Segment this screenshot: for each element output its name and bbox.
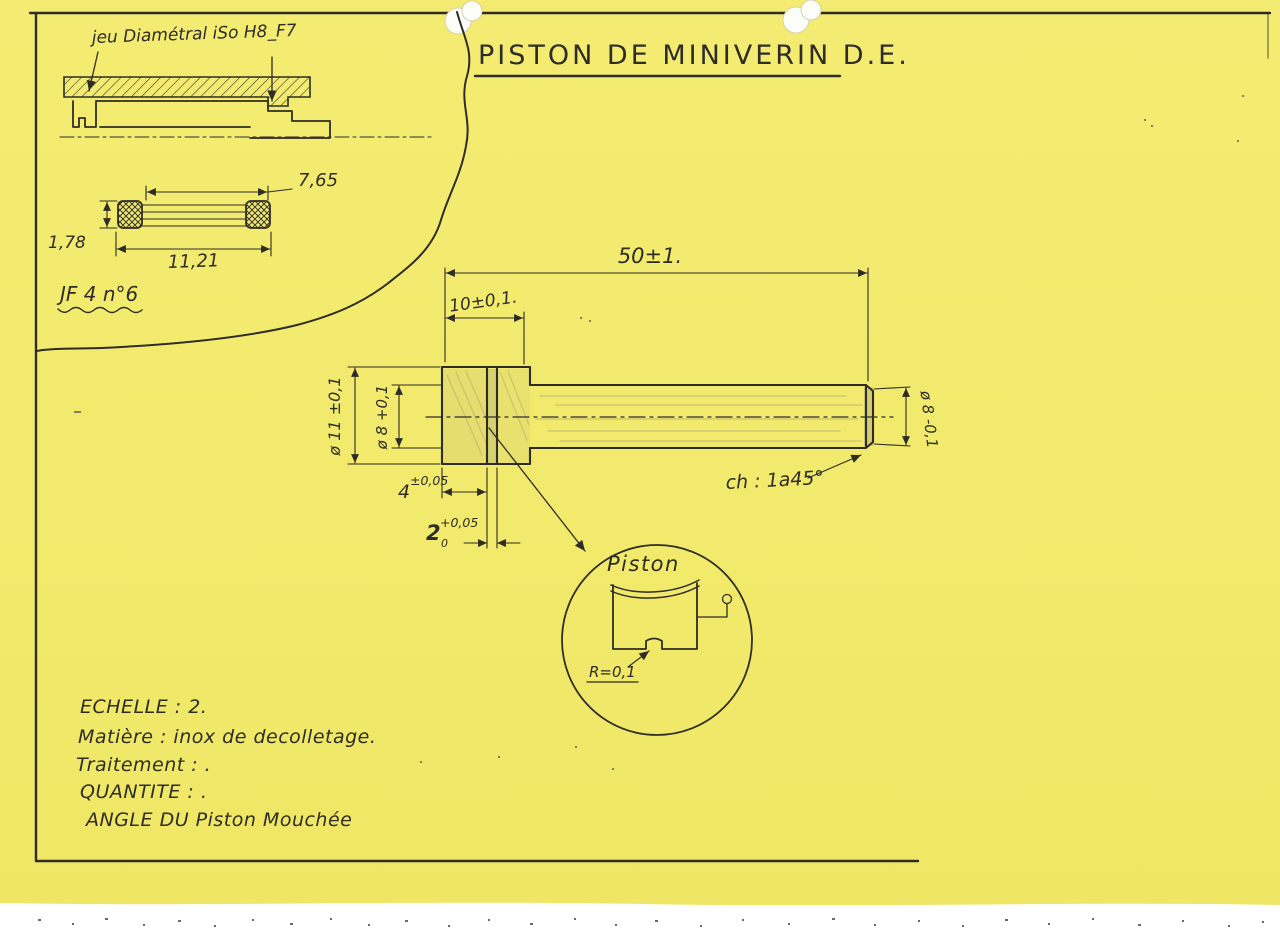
note-traitement: Traitement : .	[76, 754, 211, 776]
seal-ref-text: JF 4 n°6	[56, 282, 138, 306]
piston-groove-profile	[72, 100, 331, 139]
detail-piston-profile	[610, 579, 733, 650]
dim-extension-lines	[391, 384, 443, 449]
bottom-scan-edge	[0, 902, 1280, 930]
corner-groove-section: jeu Diamétral iSo H8_F7	[59, 21, 433, 139]
dim-extension-lines	[115, 231, 272, 257]
dim-4-tol: ±0,05	[410, 473, 448, 488]
dim-dia-8-groove: ø 8 +0,1	[373, 385, 391, 451]
dim-2: 2	[426, 521, 441, 545]
chamfer-note: ch : 1a45°	[725, 467, 824, 494]
tear-line-path	[36, 11, 471, 352]
head-shading-strokes	[446, 370, 530, 456]
tail-loop	[721, 593, 733, 605]
scan-speckle-row	[38, 918, 1264, 927]
shading	[497, 369, 530, 463]
note-angle: ANGLE DU Piston Mouchée	[84, 809, 352, 831]
hatched-bore-section	[63, 76, 311, 107]
rod-shading-strokes	[535, 395, 863, 442]
dim-extension-lines	[441, 467, 498, 549]
punch-hole	[800, 0, 822, 21]
profile-tail	[696, 603, 728, 618]
crown-curves	[610, 579, 700, 599]
seal-section-right	[245, 200, 271, 229]
note-quantite: QUANTITE : .	[80, 781, 207, 803]
notes-block: ECHELLE : 2. Matière : inox de decolleta…	[76, 696, 376, 831]
punch-holes	[444, 0, 822, 35]
detail-radius: R=0,1	[589, 663, 636, 681]
tear-line	[36, 11, 471, 352]
dim-50: 50±1.	[618, 244, 682, 268]
clearance-note-text: jeu Diamétral iSo H8_F7	[89, 21, 297, 48]
scan-artifacts	[0, 95, 1280, 930]
drawing-border	[28, 11, 1272, 863]
detail-label: Piston	[607, 552, 680, 576]
punch-hole	[461, 0, 483, 22]
dim-extension-lines	[347, 366, 441, 465]
shading	[487, 369, 497, 463]
piston-head-outline	[440, 365, 532, 466]
note-matiere: Matière : inox de decolletage.	[78, 726, 376, 748]
dim-dia-8-rod: ø 8 -0,1	[916, 389, 941, 449]
dim-extension-lines	[873, 386, 911, 447]
radius-leader-arrow	[627, 650, 650, 668]
pencil-shading	[443, 369, 873, 463]
seal-ref-underline	[57, 306, 143, 314]
dim-4: 4	[398, 481, 410, 503]
shading	[443, 369, 486, 463]
stray-marks	[74, 95, 1244, 770]
seal-section-left	[117, 200, 143, 229]
profile-outline	[612, 582, 698, 650]
dim-2-tol-up: +0,05	[440, 515, 478, 530]
seal-cross-section: 7,65 1,78 11,21 JF 4 n°6	[48, 170, 338, 314]
dim-2-tol-dn: 0	[441, 537, 448, 550]
dim-7-65: 7,65	[298, 170, 338, 191]
seal-body-lines	[141, 204, 247, 227]
dim-dia-11: ø 11 ±0,1	[325, 376, 344, 456]
dim-extension-lines	[99, 200, 118, 229]
detail-view-circle: Piston R=0,1	[561, 544, 753, 736]
dim-extension-lines	[145, 185, 293, 201]
title-block: PISTON DE MINIVERIN D.E.	[473, 40, 910, 78]
note-echelle: ECHELLE : 2.	[80, 696, 207, 718]
dim-1-78: 1,78	[48, 233, 86, 253]
dim-10: 10±0,1.	[448, 287, 518, 316]
dim-11-21: 11,21	[167, 250, 219, 273]
piston-rod-outline	[528, 383, 875, 450]
page-title: PISTON DE MINIVERIN D.E.	[478, 40, 910, 71]
detail-leader-arrow	[488, 427, 586, 552]
main-piston-view: 50±1. 10±0,1. ø 11 ±0,1 ø 8 +0,1 4 ±0,05…	[325, 244, 941, 552]
dim-extension-lines	[444, 267, 869, 382]
detail-circle	[561, 544, 753, 736]
chamfer-arrow	[807, 454, 862, 479]
